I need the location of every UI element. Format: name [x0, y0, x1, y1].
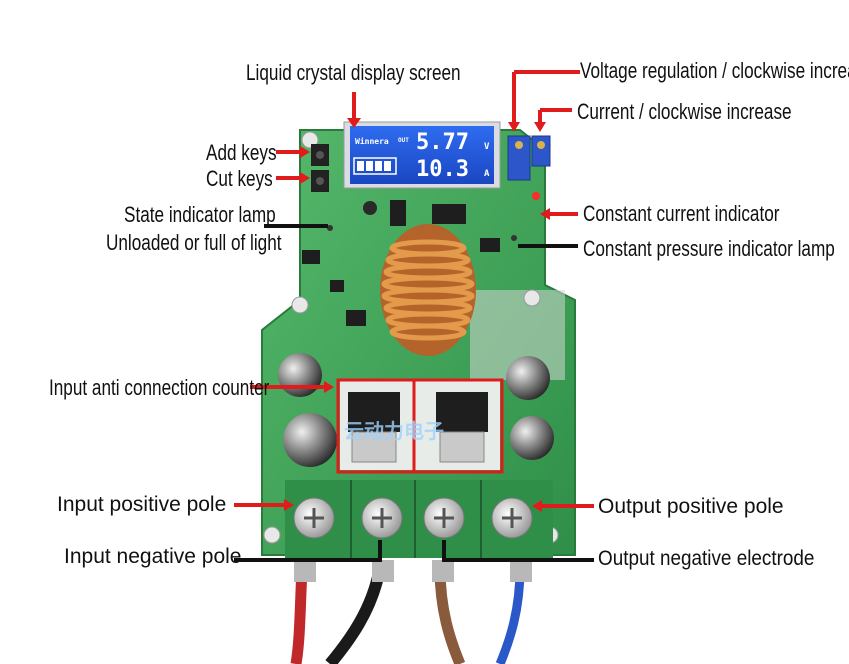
label-output-negative: Output negative electrode: [598, 547, 815, 570]
watermark: 云动力电子: [344, 419, 444, 443]
leader-lines: [234, 224, 594, 562]
label-anti-connection: Input anti connection counter: [49, 375, 270, 400]
lcd-out-label: OUT: [398, 137, 409, 144]
constant-current-led: [532, 192, 540, 200]
lcd-current: 10.3: [416, 157, 469, 182]
terminal-block: [285, 480, 553, 582]
label-input-negative: Input negative pole: [64, 545, 242, 568]
label-lcd-screen: Liquid crystal display screen: [246, 60, 461, 85]
label-unloaded-light: Unloaded or full of light: [106, 230, 282, 255]
lcd-screen: Winnera OUT 5.77 V 10.3 A: [343, 121, 501, 189]
label-constant-pressure: Constant pressure indicator lamp: [583, 236, 835, 261]
label-cut-keys: Cut keys: [206, 166, 273, 191]
lcd-voltage: 5.77: [416, 130, 469, 155]
label-current-adjust: Current / clockwise increase: [577, 99, 792, 124]
keys: [311, 144, 329, 192]
label-voltage-regulation: Voltage regulation / clockwise increase: [580, 58, 849, 83]
constant-voltage-led: [511, 235, 517, 241]
state-led: [327, 225, 333, 231]
label-constant-current: Constant current indicator: [583, 201, 780, 226]
lcd-voltage-unit: V: [484, 142, 490, 152]
wires: [290, 566, 525, 664]
label-state-indicator: State indicator lamp: [124, 202, 276, 227]
label-input-positive: Input positive pole: [57, 493, 227, 516]
mosfet-area: 云动力电子: [336, 378, 504, 474]
label-output-positive: Output positive pole: [598, 495, 784, 518]
lcd-current-unit: A: [484, 169, 490, 179]
label-add-keys: Add keys: [206, 140, 277, 165]
toroid-inductor: [380, 224, 476, 356]
potentiometers: [507, 135, 551, 181]
pointer-arrows: [234, 70, 594, 512]
lcd-brand: Winnera: [355, 136, 389, 146]
